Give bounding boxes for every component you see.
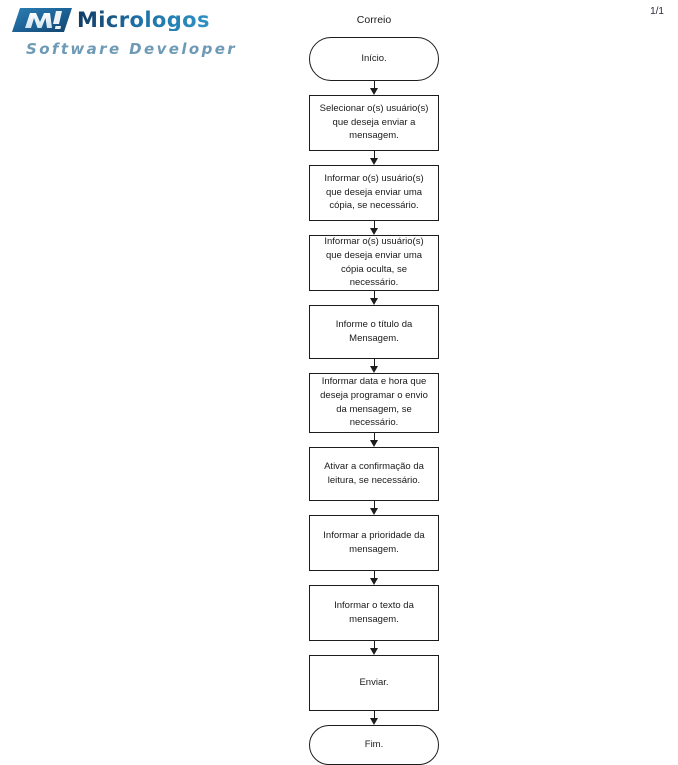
brand-tagline: Software Developer bbox=[26, 40, 238, 58]
flow-node-texto[interactable]: Informar o texto da mensagem. bbox=[309, 584, 439, 641]
flow-node-inicio[interactable]: Início. bbox=[309, 36, 439, 81]
flow-node-selecionar[interactable]: Selecionar o(s) usuário(s) que deseja en… bbox=[309, 94, 439, 151]
flow-node-titulo[interactable]: Informe o título da Mensagem. bbox=[309, 304, 439, 359]
flowchart: Correio Início. Selecionar o(s) usuário(s… bbox=[309, 14, 439, 765]
flow-connector-copia-oculta-to-titulo bbox=[309, 290, 439, 305]
down-arrow-icon bbox=[370, 647, 378, 655]
flow-connector-selecionar-to-copia bbox=[309, 150, 439, 165]
connector-line bbox=[373, 640, 375, 650]
flow-node-label: Ativar a confirmação da leitura, se nece… bbox=[324, 460, 424, 486]
flow-node-agendamento[interactable]: Informar data e hora que deseja programa… bbox=[309, 372, 439, 433]
connector-line bbox=[373, 150, 375, 160]
flow-node-label: Informar o texto da mensagem. bbox=[334, 599, 414, 625]
flow-node-label: Início. bbox=[361, 52, 387, 64]
flow-node-label: Informar data e hora que deseja programa… bbox=[320, 376, 428, 429]
flow-node-fim[interactable]: Fim. bbox=[309, 724, 439, 765]
down-arrow-icon bbox=[370, 507, 378, 515]
connector-line bbox=[373, 500, 375, 510]
connector-line bbox=[373, 432, 375, 442]
connector-line bbox=[373, 358, 375, 368]
flow-node-enviar[interactable]: Enviar. bbox=[309, 654, 439, 711]
micrologos-m-logo-icon bbox=[12, 8, 72, 32]
flow-connector-inicio-to-selecionar bbox=[309, 80, 439, 95]
flow-connector-prioridade-to-texto bbox=[309, 570, 439, 585]
down-arrow-icon bbox=[370, 365, 378, 373]
flow-node-copia[interactable]: Informar o(s) usuário(s) que deseja envi… bbox=[309, 164, 439, 221]
down-arrow-icon bbox=[370, 297, 378, 305]
flow-node-label: Enviar. bbox=[359, 676, 389, 688]
connector-line bbox=[373, 570, 375, 580]
flow-node-label: Informar o(s) usuário(s) que deseja envi… bbox=[324, 236, 424, 289]
flow-node-label: Fim. bbox=[364, 738, 384, 750]
down-arrow-icon bbox=[370, 157, 378, 165]
connector-line bbox=[373, 220, 375, 230]
down-arrow-icon bbox=[370, 439, 378, 447]
page-indicator: 1/1 bbox=[650, 6, 664, 17]
flow-connector-enviar-to-fim bbox=[309, 710, 439, 725]
flow-connector-confirmacao-to-prioridade bbox=[309, 500, 439, 515]
flow-connector-agendamento-to-confirmacao bbox=[309, 432, 439, 447]
down-arrow-icon bbox=[370, 577, 378, 585]
flowchart-title: Correio bbox=[356, 14, 392, 26]
flow-node-prioridade[interactable]: Informar a prioridade da mensagem. bbox=[309, 514, 439, 571]
flowchart-node-list: Início. Selecionar o(s) usuário(s) que de… bbox=[309, 36, 439, 765]
down-arrow-icon bbox=[370, 227, 378, 235]
flow-node-label: Informe o título da Mensagem. bbox=[335, 318, 413, 344]
flow-connector-titulo-to-agendamento bbox=[309, 358, 439, 373]
connector-line bbox=[373, 80, 375, 90]
flow-node-label: Selecionar o(s) usuário(s) que deseja en… bbox=[319, 102, 429, 142]
flow-node-copia-oculta[interactable]: Informar o(s) usuário(s) que deseja envi… bbox=[309, 234, 439, 291]
brand-wordmark: Micrologos bbox=[77, 7, 210, 32]
down-arrow-icon bbox=[370, 717, 378, 725]
connector-line bbox=[373, 710, 375, 720]
flow-connector-texto-to-enviar bbox=[309, 640, 439, 655]
brand-logo: Micrologos Software Developer bbox=[12, 4, 242, 60]
connector-line bbox=[373, 290, 375, 300]
flow-node-label: Informar o(s) usuário(s) que deseja envi… bbox=[324, 172, 424, 212]
flow-node-label: Informar a prioridade da mensagem. bbox=[323, 529, 425, 555]
down-arrow-icon bbox=[370, 87, 378, 95]
brand-logo-row: Micrologos bbox=[12, 4, 242, 36]
flow-node-confirmacao[interactable]: Ativar a confirmação da leitura, se nece… bbox=[309, 446, 439, 501]
flow-connector-copia-to-copia-oculta bbox=[309, 220, 439, 235]
